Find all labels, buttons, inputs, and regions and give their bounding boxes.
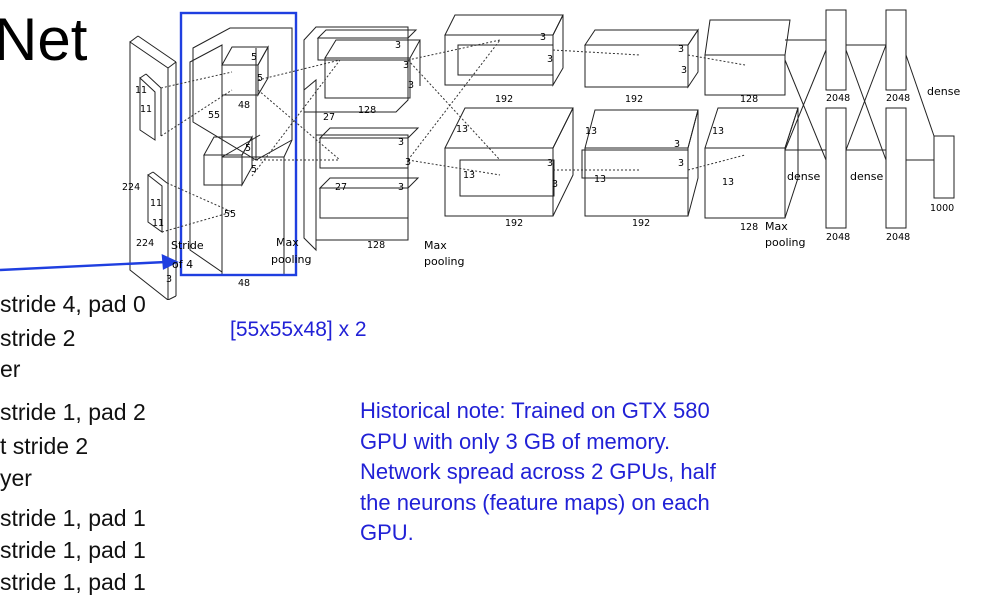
label-conv3-kernel: 3 [552,179,558,190]
label-dense: dense [850,170,883,183]
label-conv2-size: 27 [323,112,335,123]
conv2-bottom-kernels [318,127,420,219]
highlight-box [179,11,298,277]
label-maxpool: Max [276,236,299,249]
label-output-size: 1000 [930,203,954,214]
label-conv1-depth: 48 [238,278,250,289]
label-maxpool: Max [424,239,447,252]
label-conv4-kernel: 3 [678,44,684,55]
layer-list-item: stride 4, pad 0 [0,291,146,317]
label-conv1-kernel: 5 [257,73,263,84]
historical-note-line: the neurons (feature maps) on each [360,489,710,515]
historical-note-line: Network spread across 2 GPUs, half [360,459,716,484]
historical-note: Historical note: Trained on GTX 580 GPU … [360,396,860,549]
layer-list-item: stride 1, pad 1 [0,505,146,531]
label-conv2-kernel: 3 [395,40,401,51]
label-dense: dense [787,170,820,183]
label-conv4-kernel: 3 [678,158,684,169]
label-conv3-depth: 192 [505,218,523,229]
label-conv1-kernel: 5 [251,164,257,175]
conv5-top-volume [704,19,791,96]
layer-list-item: er [0,356,21,382]
label-conv3-kernel: 3 [547,54,553,65]
connection-lines [160,39,746,233]
alexnet-architecture-diagram: 224 224 3 11 11 11 11 Stride of 4 55 55 … [0,9,960,300]
label-fc-size: 2048 [886,232,910,243]
label-maxpool: pooling [424,255,465,268]
label-conv2-kernel: 3 [408,80,414,91]
layer-list-item: stride 2 [0,325,76,351]
label-conv3-depth: 192 [495,94,513,105]
label-maxpool: pooling [271,253,312,266]
label-kernel-size: 11 [152,218,164,229]
layer-list-item: stride 1, pad 1 [0,537,146,563]
conv5-bottom-volume [704,107,799,219]
layer-list-item: stride 1, pad 1 [0,569,146,595]
conv4-top-volume [584,28,699,89]
label-conv1-size: 55 [224,209,236,220]
label-kernel-size: 11 [140,104,152,115]
label-conv2-kernel: 3 [405,157,411,168]
label-conv4-size: 13 [585,126,597,137]
conv1-top-volume [192,27,293,161]
label-conv1-depth: 48 [238,100,250,111]
historical-note-line: Historical note: Trained on GTX 580 [360,398,710,423]
label-stride: Stride [171,239,204,252]
label-stride-of: of 4 [172,258,193,271]
label-maxpool: Max [765,220,788,233]
label-kernel-size: 11 [135,85,147,96]
layer-list-item: stride 1, pad 2 [0,399,146,425]
label-conv5-size: 13 [712,126,724,137]
label-conv5-size: 13 [722,177,734,188]
label-conv5-depth: 128 [740,222,758,233]
conv1-top-kernel [221,45,269,97]
dimension-label: [55x55x48] x 2 [230,318,367,341]
label-conv5-depth: 128 [740,94,758,105]
label-dense: dense [927,85,960,98]
label-conv2-depth: 128 [358,105,376,116]
label-conv4-size: 13 [594,174,606,185]
layer-list-item: yer [0,465,32,491]
conv4-bottom-volume [581,109,699,217]
historical-note-line: GPU with only 3 GB of memory. [360,428,671,454]
label-conv2-kernel: 3 [398,182,404,193]
label-conv2-depth: 128 [367,240,385,251]
label-conv4-kernel: 3 [681,65,687,76]
label-conv3-kernel: 3 [540,32,546,43]
label-conv4-depth: 192 [632,218,650,229]
label-fc-size: 2048 [886,93,910,104]
historical-note-line: GPU. [360,520,414,545]
label-conv2-kernel: 3 [398,137,404,148]
conv1-bottom-kernel [203,135,253,187]
slide-title: Net [0,6,88,73]
label-conv3-size: 13 [463,170,475,181]
label-fc-size: 2048 [826,93,850,104]
conv2-top-kernel [316,29,418,61]
input-kernel-top [139,73,162,141]
fc-connections [784,39,935,161]
fc-bars [825,9,955,229]
label-conv1-kernel: 5 [251,52,257,63]
label-input-depth: 3 [166,274,172,285]
layer-list-item: t stride 2 [0,433,89,459]
label-input-224: 224 [122,182,140,193]
label-input-224: 224 [136,238,154,249]
label-kernel-size: 11 [150,198,162,209]
conv3-bottom-volume [444,107,574,217]
label-conv3-size: 13 [456,124,468,135]
conv3-top-volume [444,14,564,87]
label-conv2-kernel: 3 [403,60,409,71]
input-volume [129,35,177,300]
label-conv1-size: 55 [208,110,220,121]
label-conv4-depth: 192 [625,94,643,105]
label-conv4-kernel: 3 [674,139,680,150]
label-fc-size: 2048 [826,232,850,243]
label-maxpool: pooling [765,236,806,249]
label-conv1-kernel: 5 [245,143,251,154]
label-conv2-size: 27 [335,182,347,193]
label-conv3-kernel: 3 [547,158,553,169]
highlight-arrow [0,254,179,272]
